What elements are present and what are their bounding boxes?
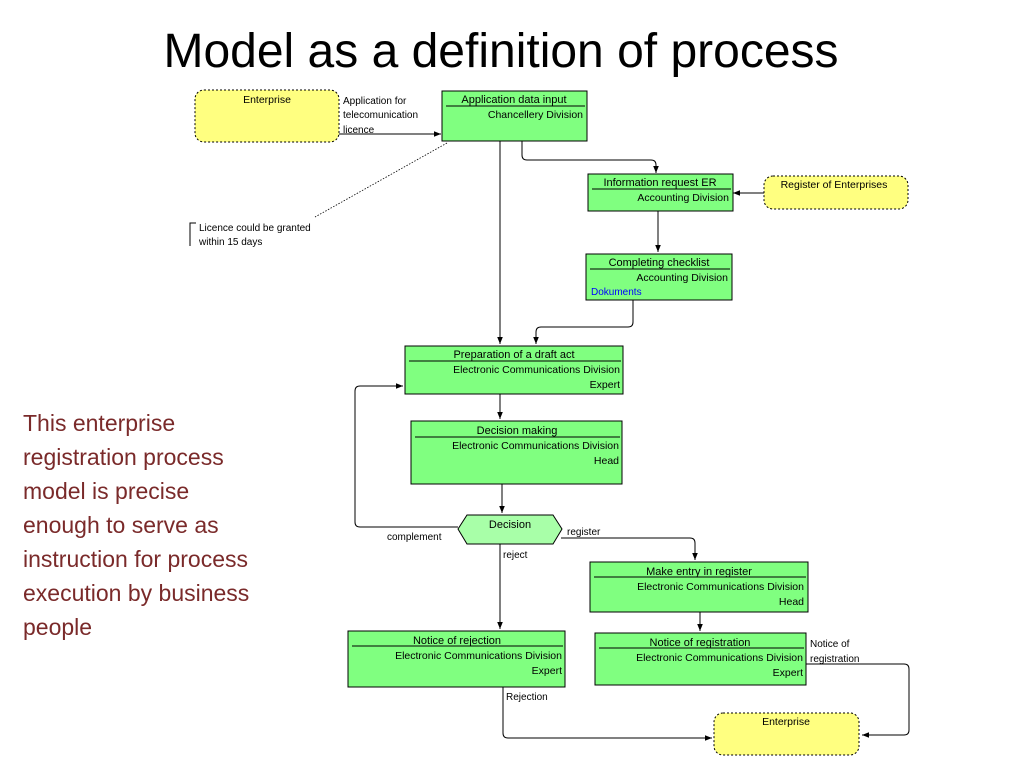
- edge-checklist-to-draft-act: [533, 300, 634, 344]
- activity-title: Information request ER: [603, 177, 716, 189]
- application-label-line: Application for: [343, 96, 407, 107]
- activity-completing-checklist: Completing checklist Accounting Division…: [585, 253, 733, 301]
- activity-unit: Electronic Communications Division: [453, 364, 620, 376]
- activity-title: Completing checklist: [609, 257, 710, 269]
- reject-label: reject: [503, 550, 528, 561]
- activity-decision-making: Decision making Electronic Communication…: [410, 420, 623, 485]
- activity-role: Expert: [590, 379, 620, 391]
- side-description: This enterprise registration process mod…: [23, 406, 303, 644]
- application-label-line: telecomunication: [343, 110, 418, 121]
- annotation-connector: [314, 142, 448, 218]
- activity-notice-of-registration: Notice of registration Electronic Commun…: [594, 632, 807, 686]
- activity-unit: Electronic Communications Division: [452, 440, 619, 452]
- register-label: register: [567, 527, 601, 538]
- event-register-of-enterprises: Register of Enterprises: [763, 175, 909, 210]
- edge-complement-loop: [354, 383, 458, 528]
- side-text-line: enough to serve as: [23, 512, 219, 538]
- documents-link[interactable]: Dokuments: [591, 287, 642, 298]
- annotation-line: within 15 days: [198, 237, 262, 248]
- side-text-line: execution by business: [23, 580, 250, 606]
- activity-unit: Chancellery Division: [488, 109, 583, 121]
- activity-role: Expert: [532, 665, 562, 677]
- activity-unit: Electronic Communications Division: [636, 652, 803, 664]
- notice-registration-label-line: registration: [810, 654, 859, 665]
- event-label: Register of Enterprises: [781, 179, 888, 191]
- edge-register-to-make-entry: [561, 537, 698, 560]
- side-text-line: registration process: [23, 444, 224, 470]
- activity-title: Decision making: [477, 425, 558, 437]
- flow-labels: Application for telecomunication licence…: [198, 96, 859, 703]
- side-text-line: people: [23, 614, 93, 640]
- event-label: Enterprise: [243, 94, 291, 106]
- event-enterprise-end: Enterprise: [713, 712, 860, 756]
- rejection-label: Rejection: [506, 692, 548, 703]
- complement-label: complement: [387, 532, 442, 543]
- activity-unit: Accounting Division: [636, 272, 728, 284]
- side-text-line: instruction for process: [23, 546, 248, 572]
- activity-information-request-er: Information request ER Accounting Divisi…: [587, 173, 734, 212]
- activity-title: Make entry in register: [646, 566, 752, 578]
- notice-registration-label-line: Notice of: [810, 639, 850, 650]
- side-text-line: model is precise: [23, 478, 190, 504]
- slide-title: Model as a definition of process: [163, 25, 839, 78]
- activity-notice-of-rejection: Notice of rejection Electronic Communica…: [347, 630, 566, 688]
- activity-title: Application data input: [461, 94, 566, 106]
- activity-application-data-input: Application data input Chancellery Divis…: [441, 90, 588, 142]
- event-enterprise-start: Enterprise: [194, 89, 340, 143]
- application-label-line: licence: [343, 125, 375, 136]
- decision-label: Decision: [489, 519, 531, 531]
- side-text-line: This enterprise: [23, 410, 176, 436]
- edge-registration-to-enterprise: [806, 663, 910, 738]
- activity-unit: Electronic Communications Division: [395, 650, 562, 662]
- activity-title: Notice of rejection: [413, 635, 501, 647]
- annotation-line: Licence could be granted: [199, 223, 311, 234]
- activity-make-entry-in-register: Make entry in register Electronic Commun…: [589, 561, 809, 613]
- activity-unit: Electronic Communications Division: [637, 581, 804, 593]
- activity-unit: Accounting Division: [637, 192, 729, 204]
- event-label: Enterprise: [762, 716, 810, 728]
- activity-role: Head: [779, 596, 804, 608]
- activity-role: Head: [594, 455, 619, 467]
- activity-title: Notice of registration: [650, 637, 751, 649]
- edge-app-input-to-info-request: [521, 141, 659, 173]
- decision-node: Decision: [457, 514, 563, 545]
- annotation-bracket: [189, 222, 196, 246]
- activity-preparation-draft-act: Preparation of a draft act Electronic Co…: [404, 345, 624, 395]
- flow-edges: [189, 131, 910, 741]
- activity-title: Preparation of a draft act: [453, 349, 574, 361]
- edge-rejection-to-enterprise: [502, 687, 712, 741]
- activity-role: Expert: [773, 667, 803, 679]
